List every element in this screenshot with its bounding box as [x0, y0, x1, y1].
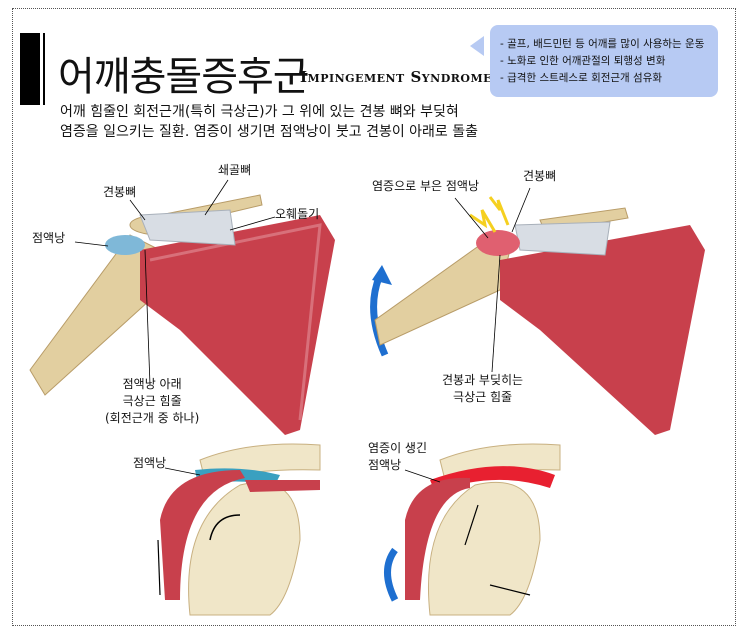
cause-item: - 노화로 인한 어깨관절의 퇴행성 변화: [500, 55, 666, 67]
label-line: 견봉과 부딪히는: [442, 373, 524, 387]
normal-closeup: [150, 440, 321, 616]
page-title: 어깨충돌증후군: [58, 54, 310, 100]
label-acromion: 견봉뼈: [103, 185, 137, 199]
cause-item: - 급격한 스트레스로 회전근개 섬유화: [500, 72, 663, 84]
label-bursa: 점액낭: [32, 231, 66, 245]
label-acromion: 견봉뼈: [523, 169, 557, 183]
dotted-frame: [12, 8, 736, 626]
impinged-shoulder-illustration: [370, 187, 705, 435]
humerus: [374, 244, 511, 346]
lightning-icon: [469, 209, 497, 233]
cause-item: - 골프, 배드민턴 등 어깨를 많이 사용하는 운동: [500, 38, 705, 50]
arrow-up-icon: [370, 273, 389, 357]
page-subtitle: Impingement Syndrome: [300, 68, 493, 86]
rotation-arrow-icon: [209, 514, 241, 541]
description-line: 염증을 일으키는 질환. 염증이 생기면 점액낭이 붓고 견봉이 아래로 돌출: [60, 124, 479, 140]
swollen-bursa: [476, 230, 520, 256]
label-closeup-bursa: 점액낭: [133, 456, 167, 470]
description: 어깨 힘줄인 회전근개(특히 극상근)가 그 위에 있는 견봉 뼈와 부딪혀 염…: [60, 102, 478, 142]
label-line: 극상근 힘줄: [122, 394, 182, 408]
label-swollen-bursa: 염증으로 부은 점액낭: [372, 179, 479, 193]
lightning-icon: [488, 196, 510, 226]
label-line: (회전근개 중 하나): [105, 411, 200, 425]
description-line: 어깨 힘줄인 회전근개(특히 극상근)가 그 위에 있는 견봉 뼈와 부딪혀: [60, 104, 459, 120]
label-line: 염증이 생긴: [368, 441, 428, 455]
scapula-muscle: [140, 215, 335, 435]
bursa: [105, 235, 145, 255]
ligaments: [139, 209, 236, 246]
label-coracoid: 오훼돌기: [275, 207, 320, 221]
causes-box: - 골프, 배드민턴 등 어깨를 많이 사용하는 운동 - 노화로 인한 어깨관…: [490, 25, 718, 97]
label-line: 점액낭: [368, 458, 402, 472]
scapula-muscle: [500, 225, 705, 435]
arrow-up-icon: [384, 547, 399, 602]
label-tendon: 점액낭 아래 극상근 힘줄 (회전근개 중 하나): [105, 376, 199, 427]
normal-shoulder-illustration: [29, 179, 335, 435]
label-line: 극상근 힘줄: [453, 390, 513, 404]
impinged-closeup: [384, 440, 561, 616]
title-bar-decoration: [20, 33, 43, 105]
label-inflamed-bursa: 염증이 생긴 점액낭: [368, 440, 427, 474]
label-impinged-tendon: 견봉과 부딪히는 극상근 힘줄: [442, 372, 523, 406]
arrow-left-icon: [470, 36, 484, 56]
ligaments: [514, 221, 611, 256]
label-clavicle: 쇄골뼈: [218, 163, 252, 177]
label-line: 점액낭 아래: [122, 377, 182, 391]
arrow-up-icon: [157, 539, 161, 596]
